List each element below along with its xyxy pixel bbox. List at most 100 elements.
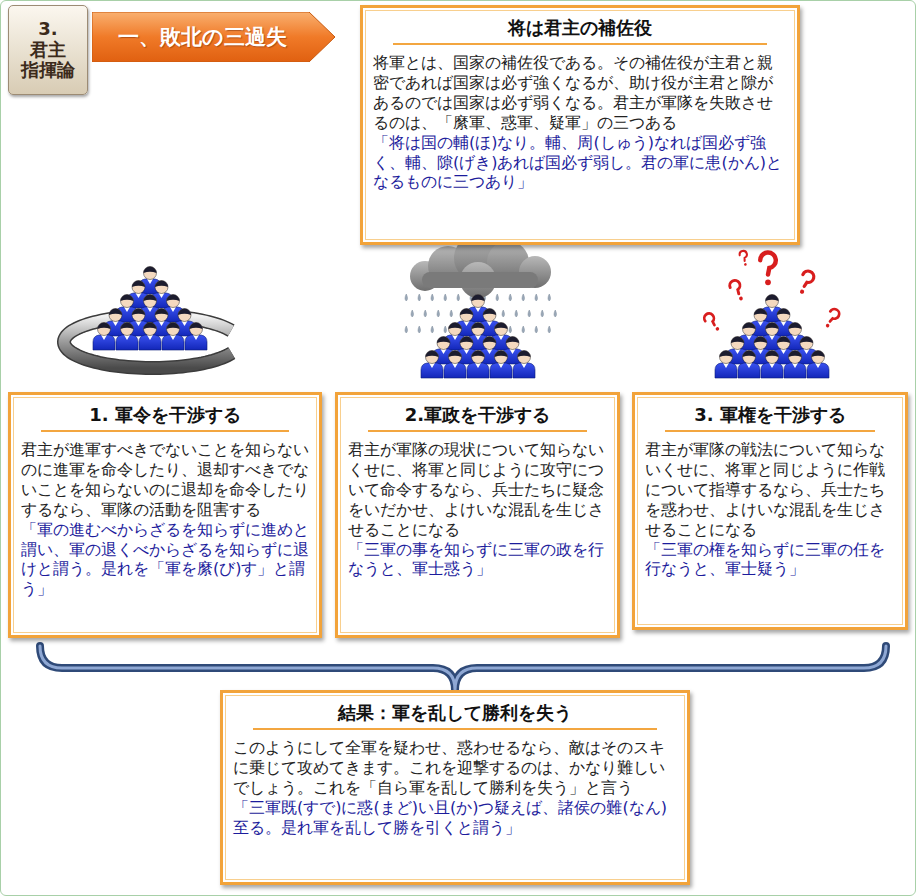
person-head: [98, 323, 111, 336]
rain-drop: [496, 294, 499, 301]
person-head: [449, 351, 462, 364]
fault-box: 2.軍政を干渉する君主が軍隊の現状について知らないくせに、将軍と同じように攻守に…: [335, 392, 620, 638]
question-curve: [799, 269, 816, 288]
person-hair: [121, 323, 134, 330]
person-body: [93, 335, 115, 350]
rain-drop: [528, 310, 531, 317]
question-curve: [760, 253, 776, 275]
question-dot: [799, 289, 804, 294]
person-hair: [178, 309, 191, 316]
person-figure: [761, 351, 783, 379]
person-hair: [800, 337, 813, 344]
person-head: [144, 267, 157, 280]
box-body: 将軍とは、国家の補佐役である。その補佐役が主君と親密であれば国家は必ず強くなるが…: [373, 53, 787, 132]
box-heading: 2.軍政を干渉する: [368, 403, 587, 432]
person-body: [490, 363, 512, 378]
person-hair: [449, 323, 462, 330]
person-hair: [472, 295, 485, 302]
person-hair: [472, 323, 485, 330]
person-head: [121, 295, 134, 308]
question-curve: [826, 307, 841, 324]
person-hair: [460, 337, 473, 344]
person-head: [460, 337, 473, 350]
rain-drop: [437, 310, 440, 317]
person-hair: [766, 323, 779, 330]
person-figure: [490, 351, 512, 379]
box-quote: 「軍の進むべからざるを知らずに進めと謂い、軍の退くべからざるを知らずに退けと謂う…: [21, 520, 309, 599]
box-body: このようにして全軍を疑わせ、惑わせるなら、敵はそのスキに乗じて攻めてきます。これ…: [233, 738, 677, 797]
person-hair: [506, 337, 519, 344]
person-hair: [167, 295, 180, 302]
person-hair: [743, 323, 756, 330]
person-hair: [754, 309, 767, 316]
box-quote: 「将は国の輔(ほ)なり。輔、周(しゅう)なれば国必ず強く、輔、隙(げき)あれば国…: [373, 133, 787, 192]
cloud-base: [422, 272, 538, 288]
person-body: [162, 335, 184, 350]
question-mark: [739, 250, 749, 266]
person-figure: [738, 351, 760, 379]
rain-drop: [509, 326, 512, 333]
rain-drop: [431, 326, 434, 333]
banner-label: 一、敗北の三過失: [118, 23, 287, 51]
rain-drop: [522, 326, 525, 333]
person-body: [185, 335, 207, 350]
person-body: [116, 335, 138, 350]
banner-arrow: [92, 12, 335, 62]
person-hair: [754, 337, 767, 344]
person-hair: [144, 323, 157, 330]
person-body: [513, 363, 535, 378]
person-hair: [132, 281, 145, 288]
question-mark: [760, 253, 776, 286]
rain-drop: [411, 310, 414, 317]
person-hair: [483, 337, 496, 344]
question-dot: [744, 263, 747, 266]
person-head: [437, 337, 450, 350]
person-hair: [743, 351, 756, 358]
result-box: 結果：軍を乱して勝利を失うこのようにして全軍を疑わせ、惑わせるなら、敵はそのスキ…: [220, 690, 690, 885]
person-hair: [155, 309, 168, 316]
person-head: [812, 351, 825, 364]
question-dot: [715, 326, 720, 331]
person-hair: [766, 351, 779, 358]
person-head: [460, 309, 473, 322]
person-head: [190, 323, 203, 336]
person-figure: [185, 323, 207, 351]
person-body: [738, 363, 760, 378]
fault-box: 3. 軍権を干渉する君主が軍隊の戦法について知らないくせに、将軍と同じように作戦…: [632, 392, 908, 630]
box-body: 君主が軍隊の戦法について知らないくせに、将軍と同じように作戦について指導するなら…: [645, 440, 895, 539]
person-body: [421, 363, 443, 378]
person-body: [761, 363, 783, 378]
rain-drop: [502, 310, 505, 317]
person-figure: [93, 323, 115, 351]
person-head: [449, 323, 462, 336]
rain-drop: [509, 294, 512, 301]
box-quote: 「三軍の事を知らずに三軍の政を行なうと、軍士惑う」: [348, 540, 607, 580]
box-quote: 「三軍の権を知らずに三軍の任を行なうと、軍士疑う」: [645, 540, 895, 580]
box-heading: 将は君主の補佐役: [393, 16, 767, 45]
person-body: [467, 363, 489, 378]
question-mark: [702, 312, 722, 334]
person-body: [715, 363, 737, 378]
person-head: [167, 295, 180, 308]
person-head: [777, 309, 790, 322]
rain-drop: [548, 294, 551, 301]
curly-brace: [40, 646, 886, 690]
person-figure: [715, 351, 737, 379]
rain-drop: [554, 310, 557, 317]
person-head: [483, 309, 496, 322]
person-figure: [784, 351, 806, 379]
person-head: [518, 351, 531, 364]
rain-drop: [418, 294, 421, 301]
person-head: [472, 323, 485, 336]
person-hair: [449, 351, 462, 358]
person-hair: [426, 351, 439, 358]
rain-drop: [424, 310, 427, 317]
person-head: [132, 281, 145, 294]
rain-drop: [450, 310, 453, 317]
brace-shadow: [40, 646, 886, 690]
person-hair: [777, 309, 790, 316]
rain-drop: [405, 294, 408, 301]
person-hair: [812, 351, 825, 358]
ring-crowd: [64, 267, 232, 368]
person-head: [743, 323, 756, 336]
